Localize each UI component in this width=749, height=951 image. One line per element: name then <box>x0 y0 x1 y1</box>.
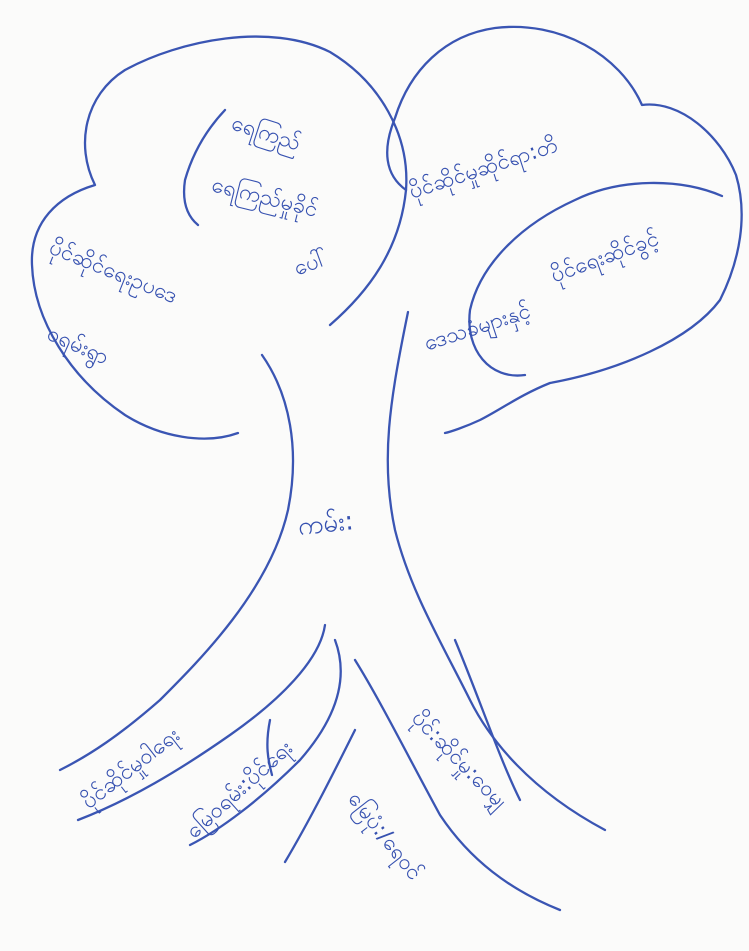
trunk-right-edge <box>386 310 607 832</box>
root-line-5 <box>453 638 522 802</box>
left-canopy-outline <box>30 35 408 440</box>
left-inner-lobe <box>182 108 227 227</box>
root-line-4 <box>353 658 562 912</box>
right-inner-lobe <box>468 181 724 377</box>
trunk-left-edge <box>58 353 295 772</box>
root-line-3 <box>283 728 357 864</box>
root-line-2 <box>188 638 342 847</box>
right-canopy-outline <box>386 25 743 435</box>
accent-stroke <box>266 718 274 777</box>
trunk-label: ကမ်း: <box>296 506 355 542</box>
root-line-1 <box>76 623 327 822</box>
